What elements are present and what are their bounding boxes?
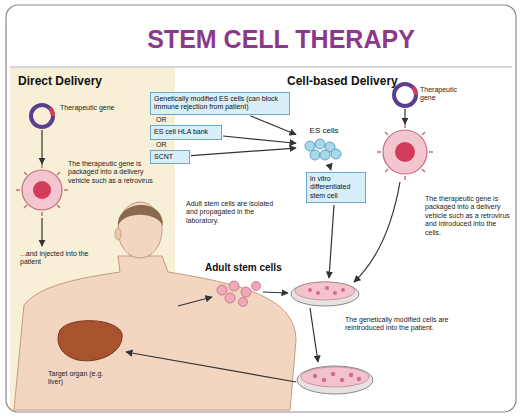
es-cell-icons bbox=[298, 136, 348, 164]
gene-label: Therapeutic gene bbox=[60, 104, 115, 112]
connector-arrow bbox=[250, 116, 296, 135]
note: Adult stem cells are isolated and propag… bbox=[186, 200, 278, 225]
note: ...and injected into the patient bbox=[20, 250, 98, 267]
process-box: ES cell HLA bank bbox=[150, 125, 222, 139]
note: The therapeutic gene is packaged into a … bbox=[425, 195, 510, 237]
or-label: OR bbox=[156, 141, 176, 149]
box-text: in vitro differentiated stem cell bbox=[310, 175, 362, 200]
panel-heading: Direct Delivery bbox=[18, 74, 175, 88]
note: The therapeutic gene is packaged into a … bbox=[68, 160, 158, 185]
culture-dish bbox=[297, 366, 373, 394]
culture-dish bbox=[291, 282, 359, 306]
virus-icon bbox=[377, 124, 433, 180]
gene-label: Therapeutic gene bbox=[420, 86, 470, 103]
connector-arrow bbox=[329, 167, 331, 170]
patient-figure bbox=[14, 202, 296, 410]
title: STEM CELL THERAPY bbox=[0, 24, 522, 54]
organ-label: Target organ (e.g. liver) bbox=[48, 370, 120, 387]
box-text: Genetically modified ES cells (can block… bbox=[154, 95, 286, 112]
box-text: SCNT bbox=[154, 153, 186, 161]
or-label: OR bbox=[156, 116, 176, 124]
box-text: ES cells bbox=[298, 126, 350, 136]
note: The genetically modified cells are reint… bbox=[345, 316, 457, 333]
connector-arrow bbox=[191, 148, 296, 156]
connector-arrow bbox=[223, 136, 296, 143]
process-box: Genetically modified ES cells (can block… bbox=[150, 92, 290, 115]
panel-region: Direct Delivery bbox=[10, 68, 175, 410]
divider bbox=[10, 67, 512, 68]
panel-heading: Cell-based Delivery bbox=[287, 74, 513, 88]
flow-arrows bbox=[42, 109, 405, 382]
process-box: in vitro differentiated stem cell bbox=[306, 172, 366, 203]
liver bbox=[58, 321, 122, 361]
cell-label: Adult stem cells bbox=[205, 262, 300, 274]
process-box: SCNT bbox=[150, 150, 190, 164]
virus-icon bbox=[16, 164, 68, 216]
frame bbox=[6, 5, 516, 412]
cell-cluster: ES cells bbox=[298, 126, 350, 166]
box-text: ES cell HLA bank bbox=[154, 128, 218, 136]
adult-stem-cells bbox=[217, 281, 261, 307]
plasmid-icon bbox=[31, 105, 53, 127]
panel-region: Cell-based DeliveryGenetically modified … bbox=[175, 68, 513, 410]
